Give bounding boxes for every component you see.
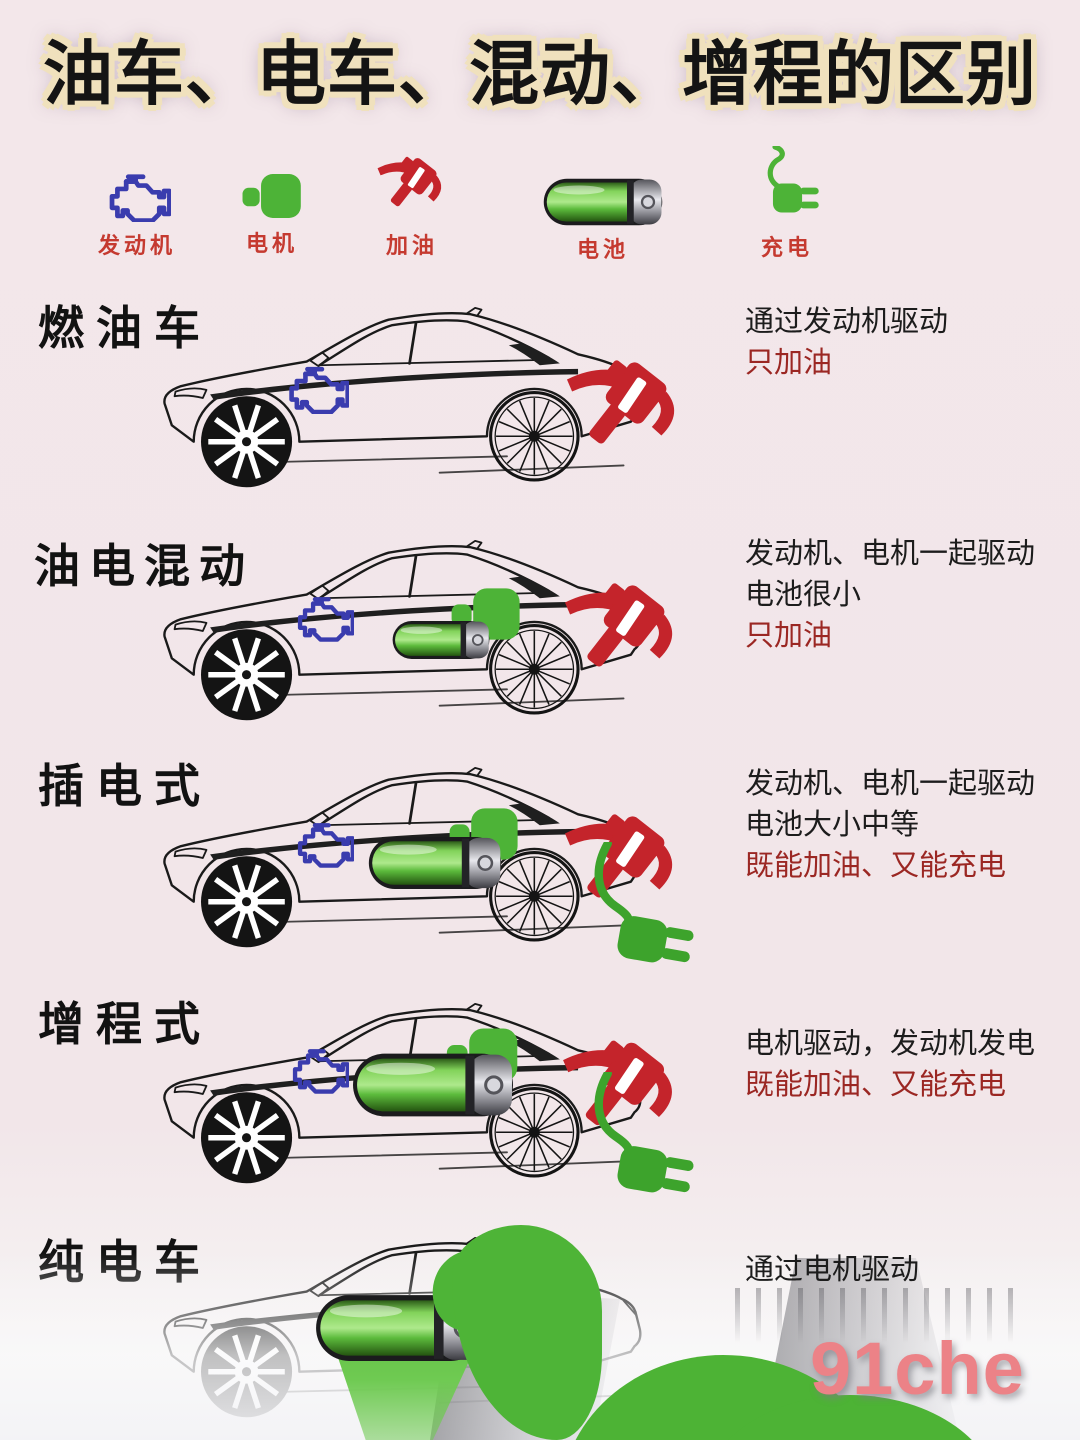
section-desc-plug-in: 发动机、电机一起驱动 电池大小中等 既能加油、又能充电	[745, 764, 1075, 887]
motor-icon	[241, 172, 303, 220]
section-desc-fuel-car: 通过发动机驱动 只加油	[745, 302, 1075, 384]
fuel-nozzle-icon	[558, 565, 688, 693]
rear-wheel	[489, 391, 580, 482]
battery-icon	[543, 178, 663, 226]
desc-line: 电池很小	[745, 579, 862, 611]
desc-line: 发动机、电机一起驱动	[745, 768, 1036, 800]
section-heading-hybrid: 油电混动	[34, 540, 254, 592]
legend-item-fuel: 加油	[352, 146, 472, 260]
legend-label: 充电	[760, 235, 813, 260]
car-line-drawing	[163, 306, 642, 488]
smear-drips	[735, 1288, 1025, 1343]
fuel-nozzle-icon	[367, 146, 457, 222]
rear-wheel	[489, 1087, 580, 1178]
battery-small-icon	[392, 618, 490, 662]
battery-large-icon	[352, 1050, 514, 1120]
car-hybrid	[150, 515, 660, 727]
desc-line: 电机驱动，发动机发电	[745, 1028, 1036, 1060]
front-wheel	[201, 856, 293, 948]
engine-icon	[103, 168, 171, 222]
section-heading-fuel-car: 燃油车	[38, 302, 212, 354]
legend-item-engine: 发动机	[62, 168, 212, 260]
car-fuel-car	[150, 282, 660, 494]
front-wheel	[201, 1092, 293, 1184]
legend-label: 电机	[245, 231, 298, 256]
rear-wheel	[489, 624, 580, 715]
desc-line: 既能加油、又能充电	[745, 1069, 1007, 1101]
legend-label: 发动机	[97, 233, 176, 258]
engine-icon	[292, 816, 354, 868]
section-desc-extended-range: 电机驱动，发动机发电 既能加油、又能充电	[745, 1024, 1075, 1106]
page-title: 油车、电车、混动、增程的区别	[43, 35, 1037, 113]
battery-medium-icon	[368, 834, 502, 892]
engine-icon	[292, 590, 354, 642]
charging-plug-icon	[582, 842, 710, 972]
desc-line: 只加油	[745, 347, 833, 379]
section-heading-plug-in: 插电式	[38, 760, 212, 812]
desc-line: 通过发动机驱动	[745, 306, 949, 338]
front-wheel	[201, 396, 293, 488]
desc-line: 电池大小中等	[745, 809, 920, 841]
engine-icon	[287, 1042, 349, 1094]
legend-item-battery: 电池	[528, 178, 678, 264]
section-heading-extended-range: 增程式	[38, 998, 212, 1050]
charging-plug-icon	[582, 1072, 710, 1202]
front-wheel	[201, 629, 293, 721]
legend-item-motor: 电机	[212, 172, 332, 258]
rear-wheel	[489, 851, 580, 942]
section-desc-hybrid: 发动机、电机一起驱动 电池很小 只加油	[745, 534, 1075, 657]
fuel-nozzle-icon	[560, 342, 690, 470]
watermark: 91che	[810, 1327, 1025, 1410]
desc-line: 只加油	[745, 620, 833, 652]
legend-label: 电池	[576, 237, 629, 262]
section-desc-pure-ev: 通过电机驱动	[745, 1250, 1075, 1291]
desc-line: 发动机、电机一起驱动	[745, 538, 1036, 570]
desc-line: 既能加油、又能充电	[745, 850, 1007, 882]
legend-item-charge: 充电	[722, 146, 852, 262]
engine-icon	[283, 360, 349, 414]
legend-label: 加油	[385, 233, 438, 258]
car-line-drawing	[163, 539, 642, 721]
desc-line: 通过电机驱动	[745, 1254, 920, 1286]
charging-plug-icon	[744, 146, 830, 224]
